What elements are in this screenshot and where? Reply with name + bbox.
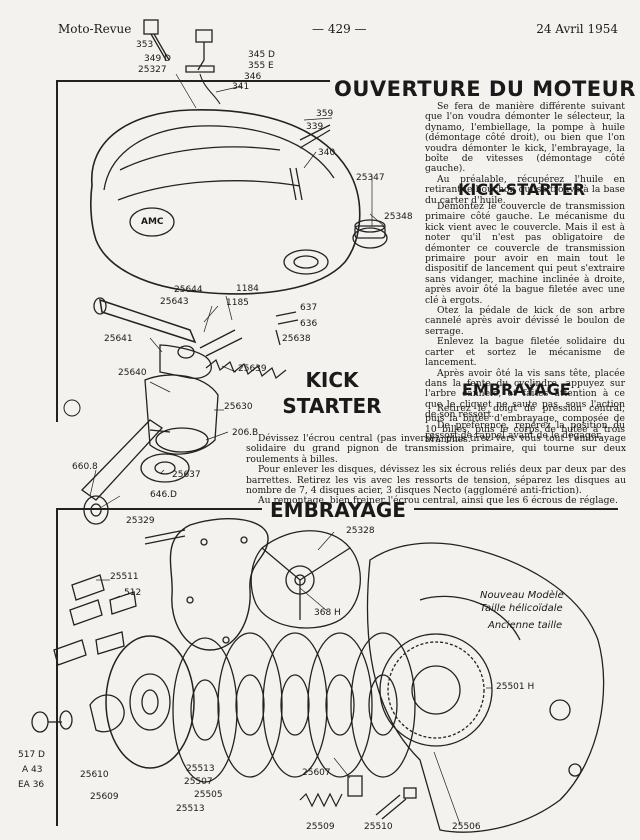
section-title-embrayage: EMBRAYAGE [462,380,571,399]
clutch-spring-drawing [299,792,343,808]
filler-plug-drawing [352,227,388,249]
part-label: 353 [136,40,154,50]
part-label: 25513 [186,764,215,774]
paragraph: Se fera de manière différente suivant qu… [425,101,625,175]
embrayage-text-wide: Dévissez l'écrou central (pas inversé), … [246,433,626,507]
clutch-disc-3 [262,632,328,778]
part-label: 25501 H [496,682,535,692]
kick-spring-drawing [205,359,287,379]
part-label: 25506 [452,822,481,832]
central-nut-drawing [31,711,49,733]
bolt-353 [143,19,159,35]
part-label: 25329 [126,516,155,526]
part-label: 345 D [248,50,275,60]
note-taille-helicoidale: Taille hélicoïdale [480,603,563,614]
part-label: 25630 [224,402,253,412]
kick-gear-drawing [140,453,190,483]
part-label: 25607 [302,768,331,778]
part-label: 349 D [144,54,171,64]
clutch-cover-gasket-drawing [169,518,269,651]
part-label: 25639 [238,364,267,374]
paragraph: De préférence, repérez la position du re… [425,419,625,441]
section-title-ouverture: OUVERTURE DU MOTEUR [330,77,640,101]
part-label: 25641 [104,334,133,344]
clutch-disc-2 [217,632,283,778]
kick-title-line-2: STARTER [282,394,382,418]
primary-cover-drawing [90,109,361,295]
part-label: 206.B [232,428,259,438]
paragraph: Dévissez l'écrou central (pas inversé), … [246,433,626,465]
paragraph: Au remontage, bien freiner l'écrou centr… [258,495,618,507]
part-label: 25610 [80,770,109,780]
part-label: 359 [316,109,334,119]
note-nouveau-modele: Nouveau Modèle [480,590,564,601]
kick-title-line-1: KICK [305,368,359,392]
clutch-basket-drawing [105,635,195,769]
issue-date: 24 Avril 1954 [536,22,618,36]
part-label: 340 [318,148,336,158]
part-label: A 43 [22,765,43,775]
clutch-pressure-plate-drawing [250,530,361,629]
paragraph: Au préalable, récupérez l'huile en retir… [425,173,625,206]
crankcase-drawing [366,542,605,833]
part-label: 517 D [18,750,45,760]
part-label: EA 36 [18,780,45,790]
kick-starter-text: Démontez le couvercle de transmission pr… [425,201,625,441]
figure-title-kick-starter: KICK STARTER [282,367,382,419]
part-label: 25328 [346,526,375,536]
magazine-name: Moto-Revue [58,22,132,36]
part-label: 25513 [176,804,205,814]
part-label: 346 [244,72,262,82]
amc-logo-text: AMC [141,217,164,227]
part-label: 25511 [110,572,139,582]
link-plate-drawing [71,574,105,601]
copyright-stamp-drawing [63,399,81,417]
part-label: 25507 [184,777,213,787]
paragraph: Pour enlever les disques, dévissez les s… [246,464,626,497]
kick-pedal-arm-drawing [99,298,197,344]
part-label: 646.D [150,490,177,500]
part-label: 25643 [160,297,189,307]
part-label: 1184 [236,284,259,294]
clutch-disc-5 [350,632,416,778]
paragraph: Après avoir ôté la vis sans tête, placée… [425,367,625,421]
section-title-kick-starter: KICK-STARTER [458,180,586,199]
paragraph: Enlevez la bague filetée solidaire du ca… [425,336,625,369]
part-label: 512 [124,588,142,598]
part-label: 25348 [384,212,413,222]
part-label: 25347 [356,173,385,183]
top-figure-frame [56,80,420,422]
figure-title-embrayage: EMBRAYAGE [262,498,414,522]
paragraph: Retirez le doigt de pression central, pu… [425,403,625,446]
part-label: 660.8 [72,462,98,472]
primary-gear-drawing [379,633,493,747]
part-label: 1185 [226,298,249,308]
part-label: 25640 [118,368,147,378]
part-label: 637 [300,303,318,313]
part-label: 25505 [194,790,223,800]
paragraph: Otez la pédale de kick de son arbre cann… [425,305,625,337]
bolt-345 [195,29,213,43]
clutch-disc-4 [307,632,373,778]
note-ancienne-taille: Ancienne taille [488,620,563,631]
part-label: 355 E [248,61,274,71]
part-label: 339 [306,122,324,132]
part-label: 636 [300,319,318,329]
part-label: 25644 [174,285,203,295]
part-label: 25510 [364,822,393,832]
part-label: 25637 [172,470,201,480]
paragraph: Démontez le couvercle de transmission pr… [425,201,625,306]
ouverture-text: Se fera de manière différente suivant qu… [425,101,625,206]
part-label: 25609 [90,792,119,802]
clutch-disc-1 [172,637,238,783]
page-number: — 429 — [312,22,367,36]
part-label: 368 H [314,608,341,618]
part-label: 341 [232,82,250,92]
part-label: 25509 [306,822,335,832]
amc-badge [129,207,175,237]
part-label: 25327 [138,65,167,75]
embrayage-text-right: Retirez le doigt de pression central, pu… [425,403,625,446]
part-label: 25638 [282,334,311,344]
